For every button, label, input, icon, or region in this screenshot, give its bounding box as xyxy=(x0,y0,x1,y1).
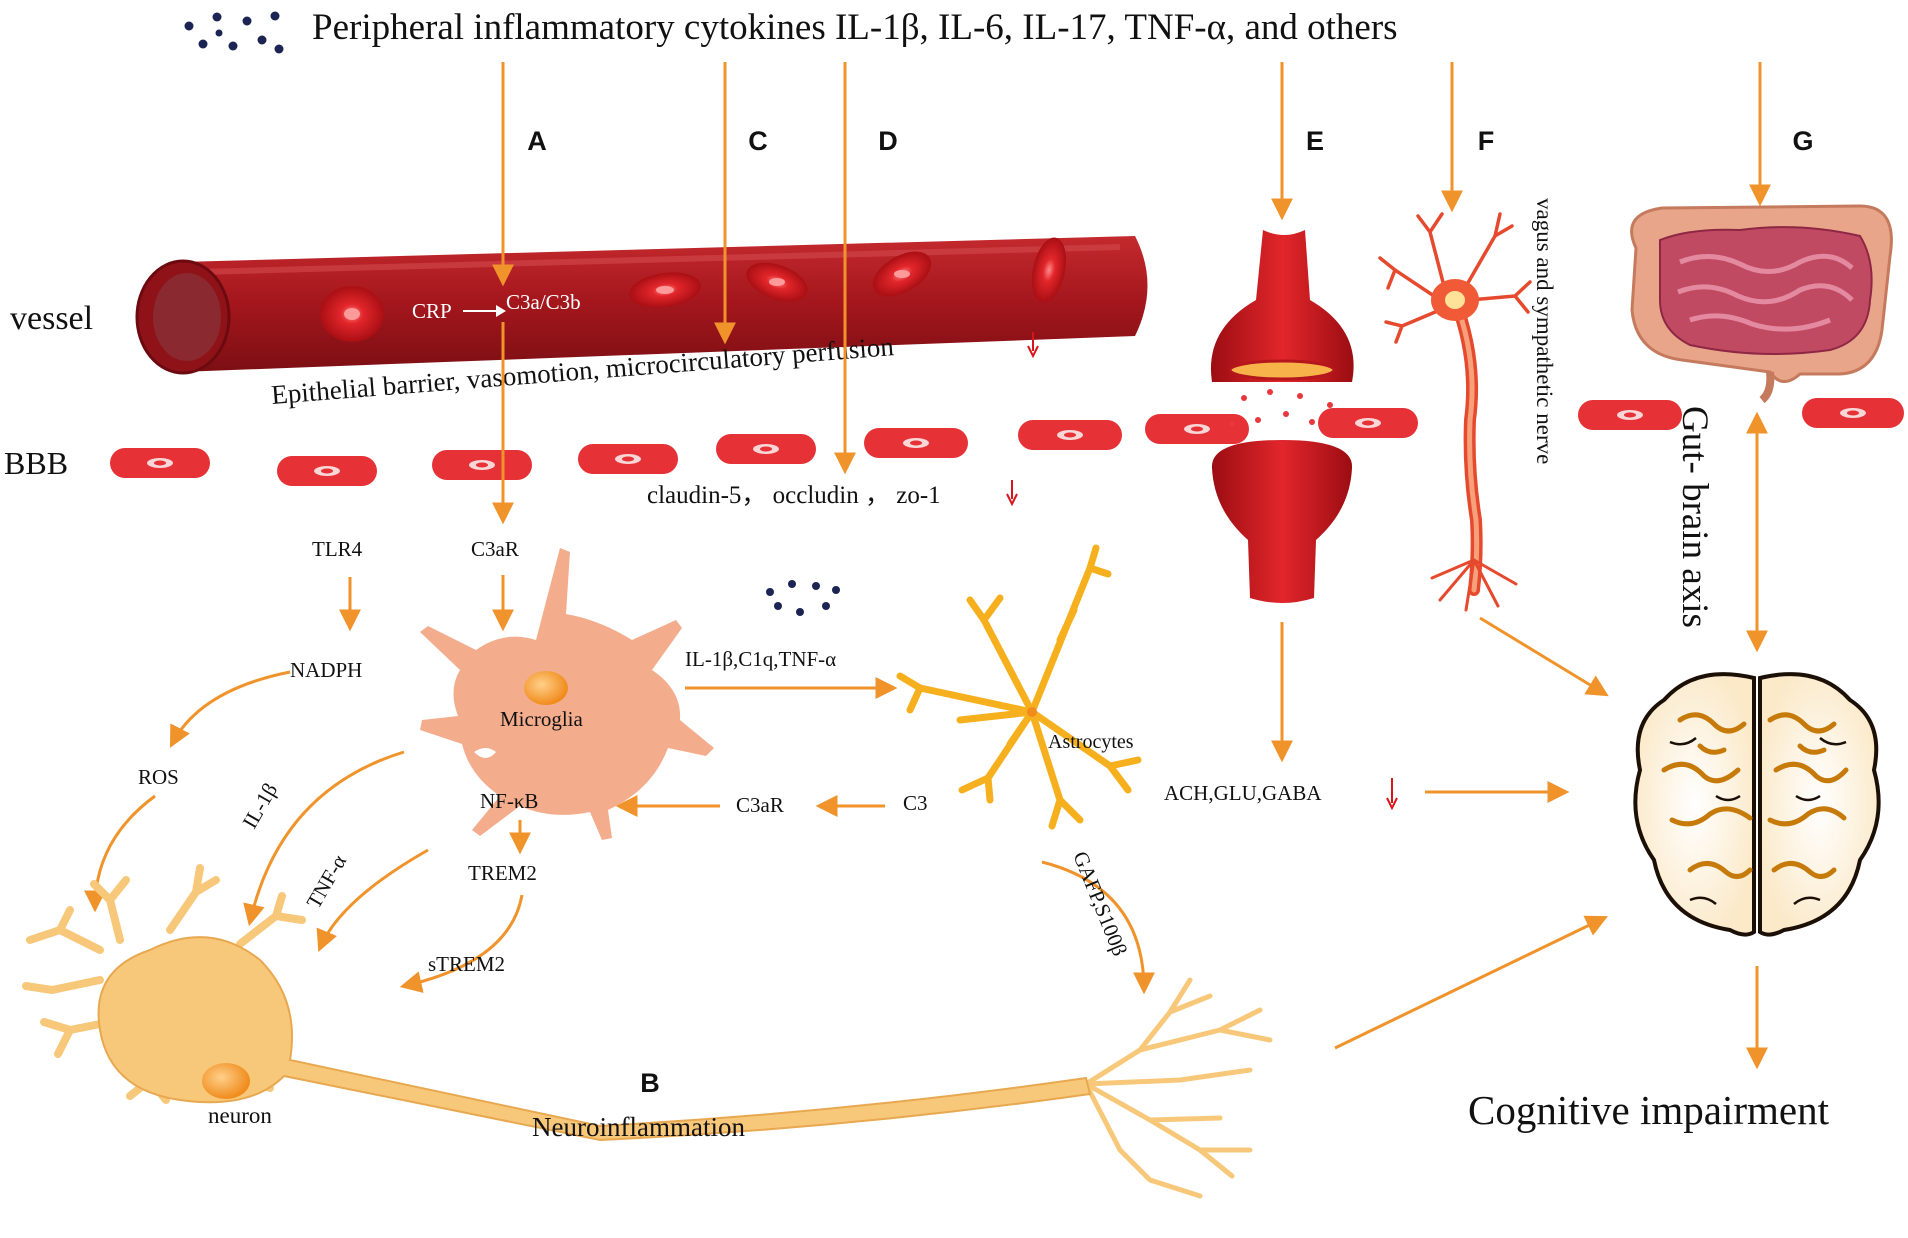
c3ar-bottom-label: C3aR xyxy=(736,793,784,817)
cytokines-mid-label: IL-1β,C1q,TNF-α xyxy=(685,647,836,671)
pathway-arrows xyxy=(84,62,1771,1070)
c3-label-astro: C3 xyxy=(903,791,928,815)
cytokine-dots-mid xyxy=(766,580,840,616)
crp-label: CRP xyxy=(412,299,452,323)
neuron-label: neuron xyxy=(208,1103,272,1128)
synapse xyxy=(1210,230,1354,603)
nfkb-label: NF-κB xyxy=(480,789,538,813)
neurotransmitters-label: ACH,GLU,GABA xyxy=(1164,781,1322,805)
vagus-nerve-label: vagus and sympathetic nerve xyxy=(1532,198,1557,464)
astrocytes-label: Astrocytes xyxy=(1048,731,1134,753)
microglia-cell xyxy=(420,548,714,840)
nadph-label: NADPH xyxy=(290,658,362,682)
bbb-endothelial-cells xyxy=(110,398,1904,486)
gut-brain-axis-label: Gut- brain axis xyxy=(1674,406,1715,628)
gafp-label: GAFP,S100β xyxy=(1068,848,1132,959)
astrocyte-cell xyxy=(896,544,1142,830)
brain xyxy=(1633,672,1881,937)
pathway-letter-c: C xyxy=(748,126,768,156)
red-blood-cells xyxy=(320,237,1067,342)
bbb-label: BBB xyxy=(4,445,68,481)
intestine xyxy=(1630,204,1893,404)
pathway-letter-e: E xyxy=(1306,126,1324,156)
cytokine-dots xyxy=(184,11,284,54)
ros-label: ROS xyxy=(138,765,179,789)
pathway-letter-f: F xyxy=(1478,126,1495,156)
tlr4-label: TLR4 xyxy=(312,537,363,561)
outcome-label: Cognitive impairment xyxy=(1468,1087,1830,1133)
pathway-letter-b: B xyxy=(640,1068,660,1098)
title: Peripheral inflammatory cytokines IL-1β,… xyxy=(312,7,1398,48)
strem2-label: sTREM2 xyxy=(428,952,505,976)
pathway-letter-a: A xyxy=(527,126,547,156)
c3-label: C3a/C3b xyxy=(506,290,581,314)
c3ar-top-label: C3aR xyxy=(471,537,519,561)
trem2-label: TREM2 xyxy=(468,861,537,885)
neurotransmitters-decrease-arrowhead xyxy=(1386,797,1398,811)
tnfa-label: TNF-α xyxy=(302,851,352,913)
vagus-nerve xyxy=(1378,212,1532,612)
neuron-cell xyxy=(22,864,1273,1199)
tight-junctions-label: claudin-5， occludin ， zo-1 xyxy=(647,482,941,509)
pathway-letter-g: G xyxy=(1792,126,1813,156)
tight-junctions-decrease-arrowhead xyxy=(1006,493,1018,507)
vessel-label: vessel xyxy=(10,300,93,337)
barrier-decrease-arrowhead xyxy=(1027,345,1039,359)
vagus-nerve-nucleus xyxy=(1445,291,1465,309)
neuroinflammation-label: Neuroinflammation xyxy=(532,1112,745,1142)
microglia-label: Microglia xyxy=(500,707,583,731)
pathway-letter-d: D xyxy=(878,126,898,156)
il1b-label: IL-1β xyxy=(238,779,283,833)
crp-conversion-arrowhead xyxy=(496,305,506,317)
